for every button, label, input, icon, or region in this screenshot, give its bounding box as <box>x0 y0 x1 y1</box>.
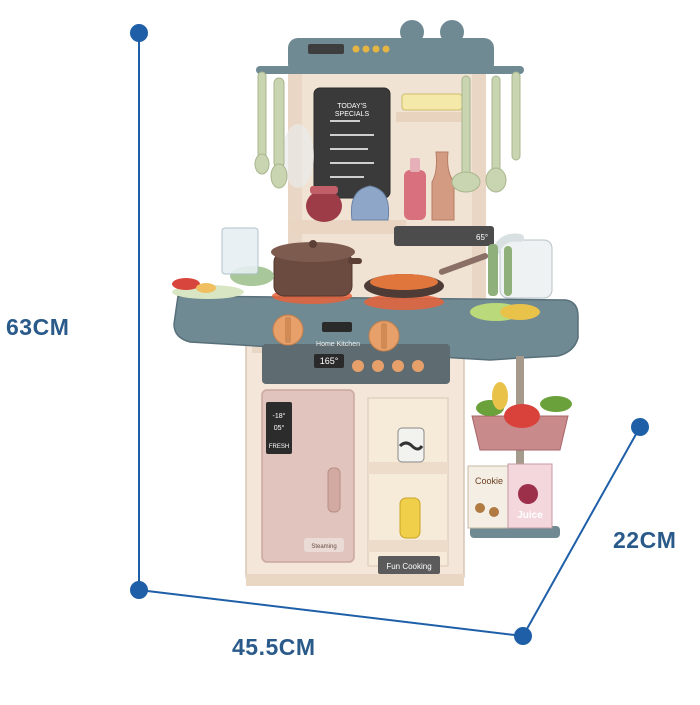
cabinet-label: Fun Cooking <box>386 562 431 571</box>
dimension-dot <box>130 581 148 599</box>
board-line-2: SPECIALS <box>335 111 370 118</box>
temp-display: 65° <box>476 233 488 242</box>
depth-label: 22CM <box>613 527 677 553</box>
cabinet-label-plate <box>378 556 440 574</box>
temperature-panel <box>394 226 494 246</box>
brand-label: Home Kitchen <box>316 341 360 348</box>
stove-display: 165° <box>320 356 339 366</box>
fridge-handle <box>327 467 341 513</box>
dimension-dot <box>514 627 532 645</box>
hanging-utensils <box>254 71 521 193</box>
fridge-display <box>266 402 292 454</box>
fridge-badge: Steaming <box>311 544 336 550</box>
product-text: TODAY'S SPECIALS 65° 165° Home Kitchen -… <box>269 103 543 571</box>
fridge-temp-1: -18° <box>273 412 286 420</box>
kettle <box>350 185 390 221</box>
small-pot <box>306 190 342 222</box>
cookie-box-label: Cookie <box>475 476 503 486</box>
height-label: 63CM <box>6 314 70 340</box>
fridge-label: FRESH <box>269 444 289 450</box>
mustard-bottle <box>399 497 421 539</box>
steam <box>282 124 314 188</box>
width-line <box>138 589 524 637</box>
fridge-temp-2: 05° <box>274 424 285 432</box>
ketchup-bottle <box>404 170 426 220</box>
width-label: 45.5CM <box>232 634 316 660</box>
sausage <box>172 278 200 290</box>
cookie-box <box>467 465 511 529</box>
dimension-lines <box>130 24 649 645</box>
fridge-badge-plate <box>304 538 344 552</box>
counter <box>172 227 579 384</box>
bread-slices <box>401 93 463 111</box>
depth-line <box>522 426 641 637</box>
dimension-dot <box>130 24 148 42</box>
side-rack <box>467 356 572 538</box>
glass <box>221 227 259 275</box>
chalkboard <box>313 87 391 199</box>
juice-box-label: Juice <box>517 510 543 521</box>
sink-faucet <box>499 239 553 299</box>
board-line-1: TODAY'S <box>337 103 367 110</box>
dimension-dot <box>631 418 649 436</box>
juice-box <box>507 463 553 529</box>
